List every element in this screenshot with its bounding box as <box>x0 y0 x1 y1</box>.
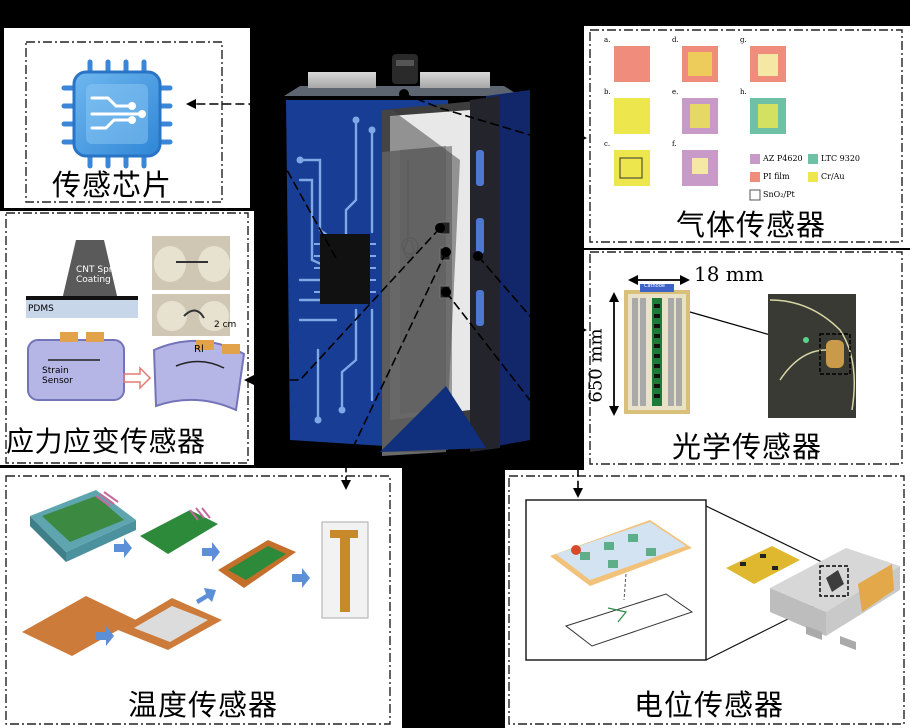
gas-letter-d: d. <box>672 36 679 44</box>
gas-legend-1: AZ P4620 <box>763 154 803 163</box>
temperature-drawing <box>22 490 369 656</box>
optical-electrode-label: Cathode <box>644 283 665 289</box>
gas-legend-3: PI film <box>763 172 790 181</box>
gas-letter-g: g. <box>740 36 747 44</box>
gas-legend-2: LTC 9320 <box>821 154 861 163</box>
strain-sensor-label: Strain Sensor <box>42 366 73 386</box>
border-gas <box>589 29 903 243</box>
gas-swatches <box>614 46 818 201</box>
cnt-coating-label: CNT Spray Coating <box>76 265 124 285</box>
gas-legend-5: SnO₂/Pt <box>763 190 795 199</box>
gas-title: 气体传感器 <box>676 208 827 242</box>
strain-title: 应力应变传感器 <box>6 425 206 458</box>
optical-height-label: 650 mm <box>585 328 607 403</box>
gas-letter-f: f. <box>672 140 677 148</box>
optical-title: 光学传感器 <box>672 430 823 464</box>
border-chip <box>25 41 223 203</box>
potential-title: 电位传感器 <box>634 688 785 722</box>
optical-width-label: 18 mm <box>694 262 764 286</box>
chip-title: 传感芯片 <box>52 168 173 202</box>
gas-letter-c: c. <box>604 140 611 148</box>
battery-chip <box>320 234 370 304</box>
border-strain <box>5 212 249 464</box>
border-temperature <box>5 475 391 725</box>
battery-body <box>284 54 530 456</box>
border-optical <box>589 251 903 465</box>
potential-drawing <box>525 499 900 661</box>
gas-letter-a: a. <box>604 36 611 44</box>
chip-icon <box>61 59 173 169</box>
gas-legend-4: Cr/Au <box>821 172 845 181</box>
scale-cm-label: 2 cm <box>214 320 237 330</box>
gas-letter-h: h. <box>740 88 747 96</box>
gas-letter-e: e. <box>672 88 679 96</box>
radius-label: Rl <box>194 344 204 355</box>
strain-drawing <box>26 236 246 412</box>
pdms-label: PDMS <box>28 304 54 314</box>
gas-letter-b: b. <box>604 88 611 96</box>
border-potential <box>508 475 905 725</box>
temperature-title: 温度传感器 <box>128 688 279 722</box>
optical-drawing <box>609 275 856 418</box>
